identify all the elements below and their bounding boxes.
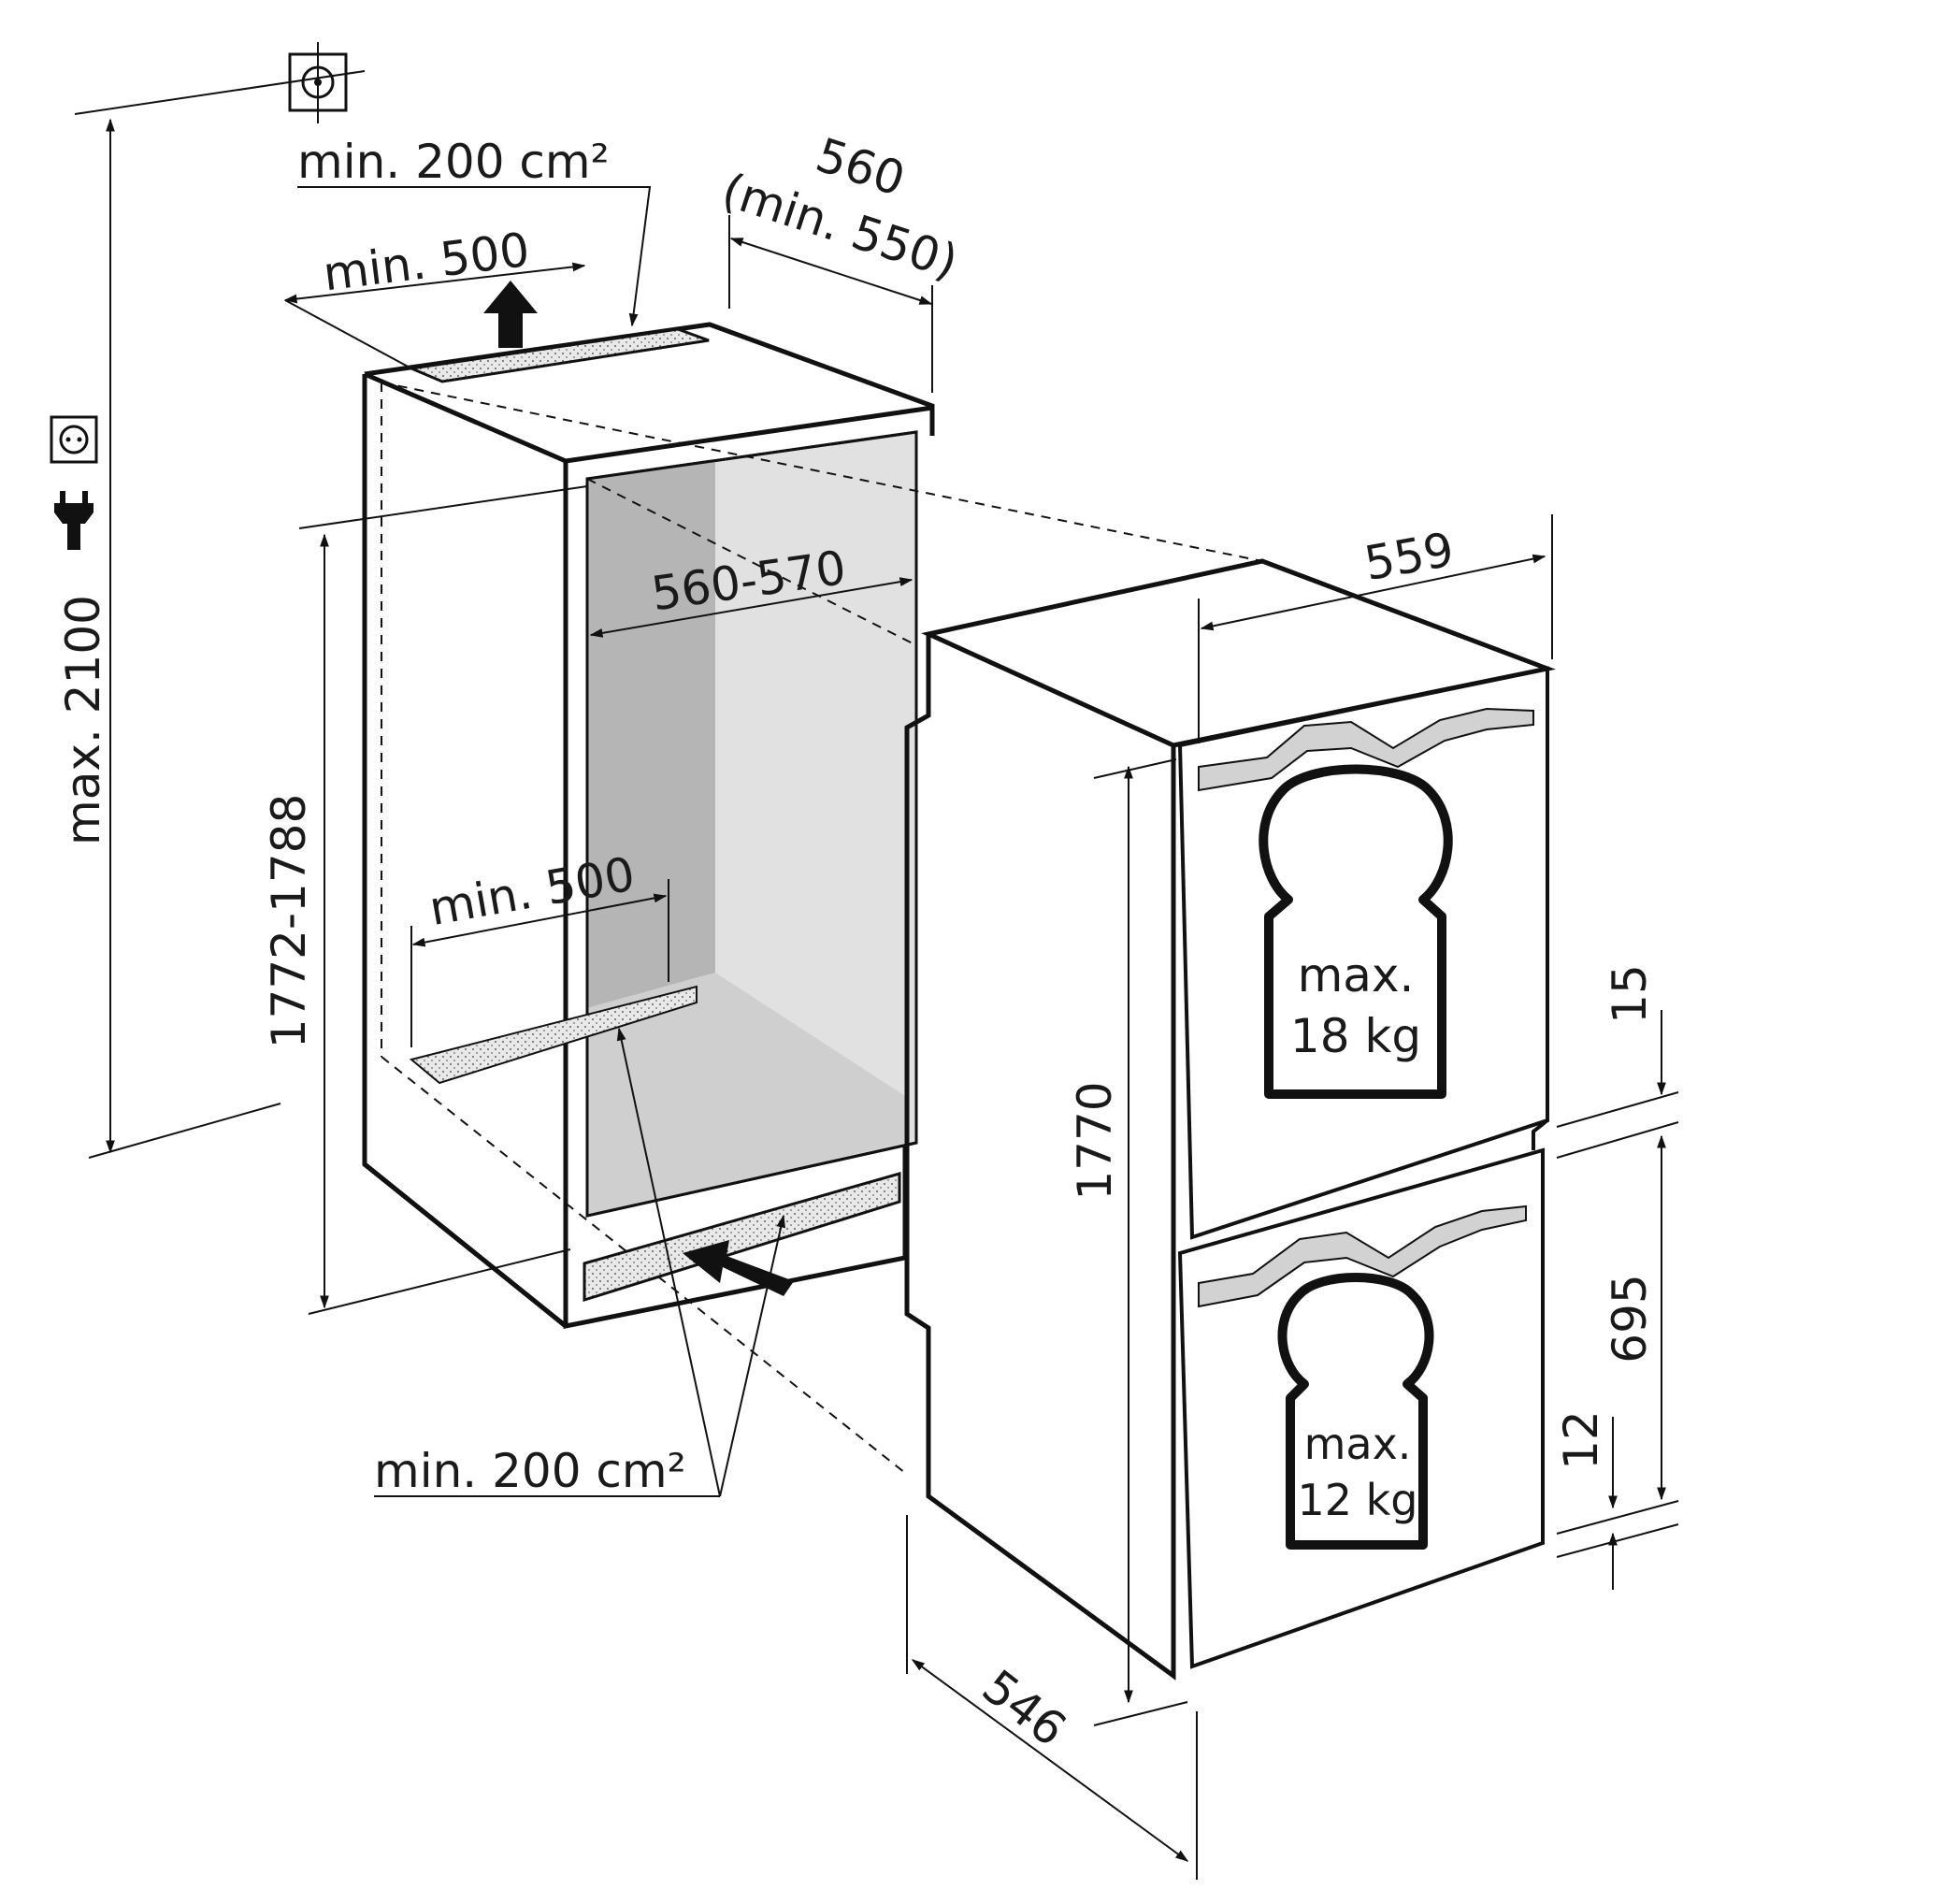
upper-door-handle	[1198, 707, 1534, 792]
top-vent-area-label: min. 200 cm²	[297, 135, 610, 189]
niche-inner-outline	[585, 430, 918, 1218]
bottom-vent-area-label: min. 200 cm²	[374, 1444, 686, 1498]
fridge-side	[904, 634, 1176, 1680]
dim-line-appliance-width	[1200, 554, 1546, 631]
socket-icon	[50, 415, 98, 464]
appliance-height-label: 1770	[1068, 1081, 1122, 1200]
leader-top-vent-area	[297, 186, 652, 327]
lower-load-line2: 12 kg	[1298, 1475, 1418, 1525]
dim-line-top-vent	[283, 262, 586, 304]
floor-vent-slot	[409, 985, 698, 1085]
lower-door-handle	[1198, 1204, 1527, 1308]
gap-top-label: 15	[1603, 964, 1657, 1024]
hidden-edge-bottom	[381, 1056, 906, 1474]
door-lower-height-label: 695	[1603, 1274, 1657, 1363]
upper-load-line2: 18 kg	[1290, 1009, 1421, 1063]
max-height-label: max. 2100	[56, 595, 110, 845]
niche-height-label: 1772-1788	[262, 794, 316, 1049]
dim-line-appliance-depth	[911, 1659, 1189, 1862]
lower-load-line1: max.	[1304, 1419, 1412, 1469]
fridge-appliance	[904, 558, 1556, 1680]
hidden-edge-top	[381, 382, 1263, 562]
gap-bottom-label: 12	[1554, 1410, 1608, 1470]
niche-bottom-edge	[363, 1162, 568, 1328]
lower-door	[1177, 1147, 1545, 1669]
dim-line-bottom-vent	[411, 893, 668, 947]
niche-side-wall	[587, 461, 715, 1008]
ceiling-connection-icon	[74, 42, 366, 123]
top-vent-slot	[406, 327, 710, 383]
weight-icon	[1259, 764, 1453, 1099]
arrow-in-icon	[683, 1240, 794, 1296]
door-gap-edge	[1532, 1118, 1549, 1150]
niche-top-back-edge	[364, 371, 567, 464]
niche-floor	[587, 973, 905, 1216]
dim-line-niche-width	[589, 577, 913, 638]
niche-left-side	[362, 374, 568, 1328]
weight-icon	[1277, 1273, 1434, 1550]
appliance-width-label: 559	[1360, 522, 1458, 591]
top-vent-width-label: min. 500	[320, 223, 532, 302]
arrow-up-icon	[483, 281, 538, 348]
plug-icon	[54, 491, 94, 550]
appliance-depth-label: 546	[972, 1659, 1076, 1756]
dim-line-niche-depth	[729, 238, 933, 305]
upper-load-line1: max.	[1298, 948, 1415, 1002]
plinth-vent	[583, 1172, 901, 1303]
